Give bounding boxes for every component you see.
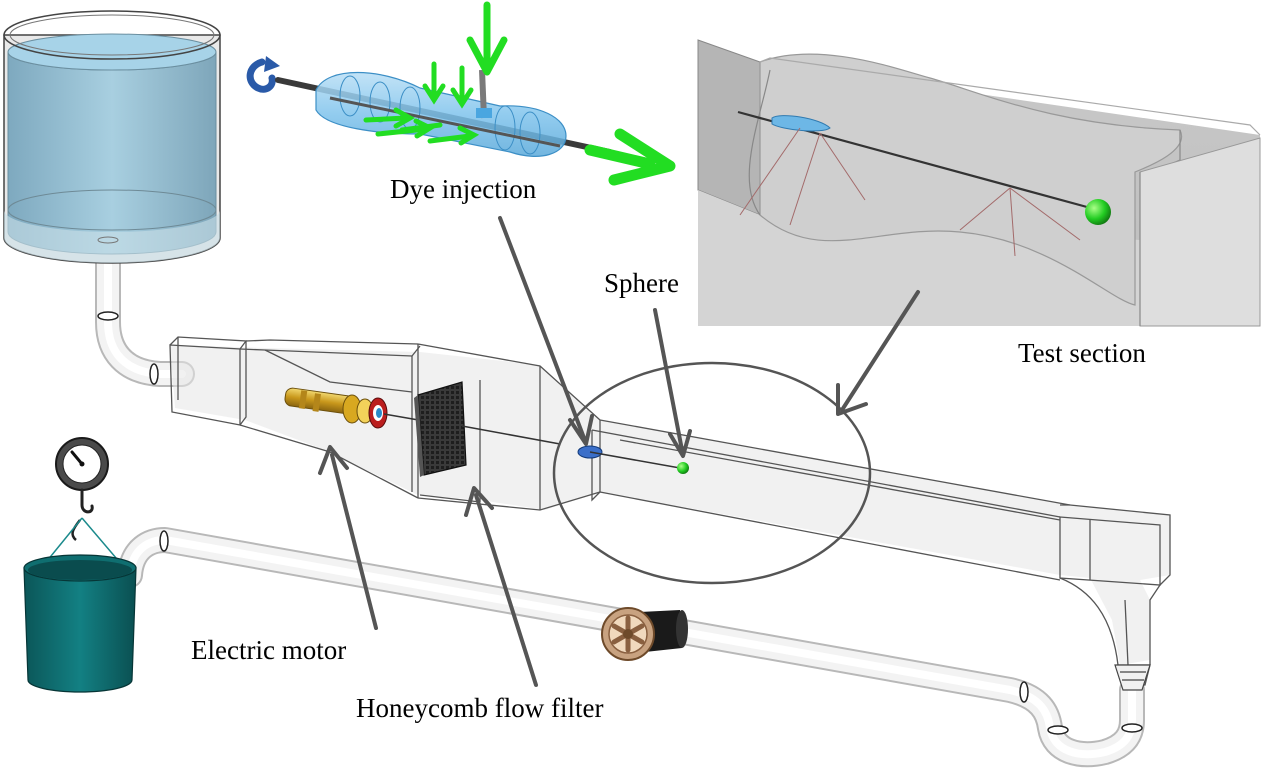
collection-bucket-icon	[23, 554, 137, 693]
rotation-arrow-icon	[246, 58, 276, 93]
outlet-funnel	[1114, 664, 1151, 691]
honeycomb-filter-icon	[414, 381, 561, 477]
impeller-pump-icon	[601, 607, 688, 661]
leader-lines	[318, 216, 920, 687]
pipe-joints	[97, 311, 1143, 735]
reservoir-tank	[3, 10, 221, 264]
sphere-icon	[677, 462, 689, 474]
electric-motor-icon	[284, 387, 431, 429]
test-section-sphere-icon	[1085, 199, 1111, 225]
label-dye-injection: Dye injection	[390, 174, 537, 204]
test-section-highlight-ellipse	[552, 361, 872, 585]
flow-arrows-icon	[363, 1, 676, 186]
dye-injector-marker	[577, 445, 681, 469]
dye-injection-inset	[246, 56, 613, 157]
label-honeycomb-flow-filter: Honeycomb flow filter	[356, 693, 603, 723]
label-electric-motor: Electric motor	[191, 635, 346, 665]
label-sphere: Sphere	[604, 268, 679, 298]
hanging-scale-icon	[37, 437, 129, 573]
test-section-inset	[695, 39, 1268, 327]
label-test-section: Test section	[1018, 338, 1146, 368]
